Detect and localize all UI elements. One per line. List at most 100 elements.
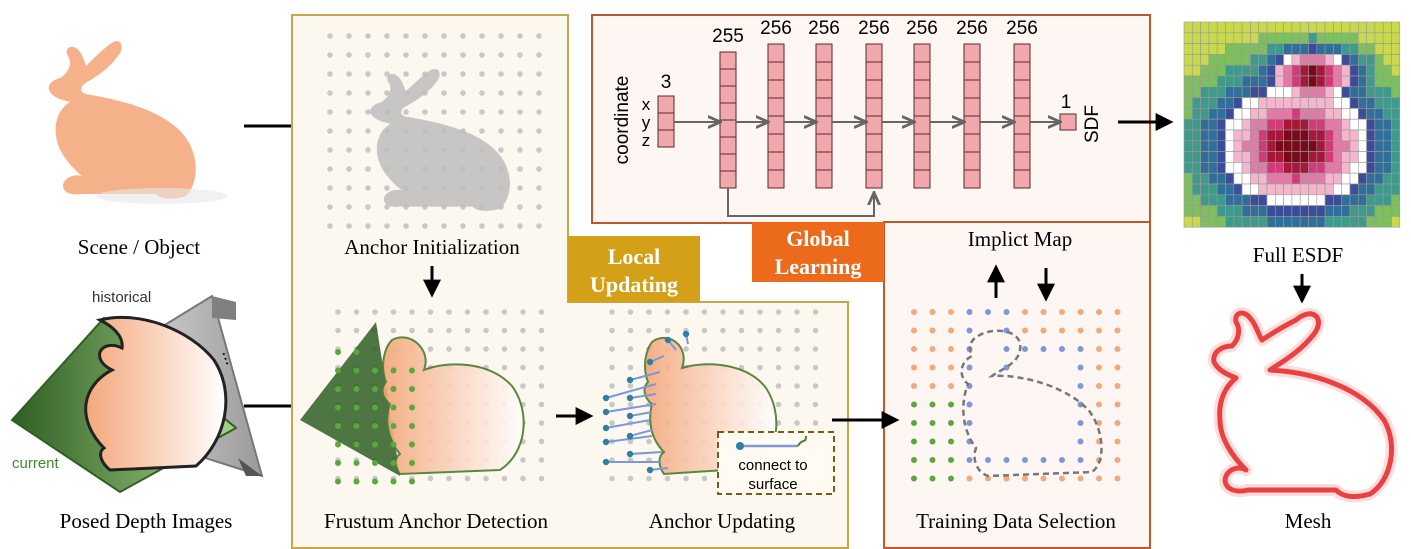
esdf-cell [1216, 172, 1226, 185]
esdf-cell [1183, 108, 1193, 120]
training-anchor [929, 383, 936, 389]
anchor-point [536, 204, 542, 210]
anchor-point [536, 109, 542, 115]
layer-size-label: 256 [808, 18, 840, 39]
esdf-cell [1266, 172, 1276, 185]
esdf-cell [1374, 205, 1384, 217]
esdf-cell [1324, 108, 1334, 120]
training-anchor [1096, 327, 1102, 334]
neuron-cell [719, 68, 737, 87]
neuron-cell [719, 85, 737, 104]
esdf-cell [1208, 64, 1218, 77]
esdf-cell [1308, 86, 1318, 98]
anchor-point [536, 33, 542, 39]
esdf-cell [1200, 54, 1210, 66]
esdf-cell [1341, 86, 1351, 98]
esdf-cell [1192, 97, 1201, 109]
anchor-point [609, 420, 615, 426]
training-data-anchors [911, 309, 1121, 482]
anchor-point [701, 475, 708, 482]
esdf-cell [1374, 140, 1384, 152]
anchor-point [483, 327, 489, 334]
esdf-cell [1324, 172, 1334, 185]
esdf-cell [1233, 129, 1243, 142]
esdf-cell [1183, 162, 1193, 174]
esdf-cell [1208, 140, 1218, 152]
esdf-cell [1382, 162, 1392, 174]
esdf-cell [1192, 64, 1201, 77]
esdf-cell [1183, 183, 1193, 196]
esdf-cell [1374, 64, 1384, 77]
neuron-cell [657, 112, 675, 131]
neuron-cell [963, 61, 981, 81]
anchor-point [327, 90, 333, 96]
esdf-cell [1200, 97, 1210, 109]
network-layer: 256 [956, 18, 988, 189]
esdf-cell [1283, 54, 1293, 66]
esdf-cell [1358, 194, 1367, 206]
esdf-cell [1233, 64, 1243, 77]
esdf-cell [1192, 183, 1201, 196]
anchor-point [409, 327, 415, 334]
frustum-anchor [353, 478, 360, 485]
esdf-cell [1183, 97, 1193, 109]
esdf-cell [1358, 21, 1367, 34]
esdf-cell [1316, 32, 1326, 44]
esdf-cell [1241, 172, 1251, 185]
esdf-cell [1324, 129, 1334, 142]
anchor-point [327, 147, 333, 153]
anchor-point [498, 52, 504, 58]
anchor-point [498, 33, 504, 39]
esdf-cell [1283, 205, 1293, 217]
esdf-cell [1275, 43, 1284, 55]
anchor-point [365, 33, 371, 39]
esdf-cell [1233, 43, 1243, 55]
anchor-point [422, 52, 428, 58]
training-anchor [929, 401, 936, 408]
training-anchor [1114, 346, 1121, 352]
training-anchor [1059, 327, 1065, 334]
esdf-cell [1183, 140, 1193, 152]
mesh-bunny [1207, 307, 1398, 503]
frustum-anchor [335, 441, 341, 448]
frustum-anchor [390, 478, 397, 485]
esdf-cell [1266, 43, 1276, 55]
neuron-cell [1059, 113, 1077, 131]
network-layer: 256 [808, 18, 840, 189]
anchor-point [346, 128, 352, 134]
anchor-point [365, 128, 371, 134]
esdf-cell [1366, 86, 1376, 98]
esdf-cell [1299, 183, 1309, 196]
esdf-cell [1366, 151, 1376, 163]
esdf-cell [1333, 43, 1343, 55]
anchor-surface-connections [602, 330, 690, 474]
esdf-cell [1266, 194, 1276, 206]
esdf-cell [1333, 162, 1343, 174]
esdf-cell [1358, 205, 1367, 217]
anchor-point [812, 401, 819, 408]
esdf-cell [1391, 108, 1401, 120]
esdf-cell [1192, 21, 1201, 34]
esdf-cell [1358, 43, 1367, 55]
esdf-cell [1241, 194, 1251, 206]
training-anchor [1114, 383, 1121, 389]
anchor-point [775, 383, 782, 389]
scene-bunny [48, 41, 228, 204]
anchor-point [346, 223, 352, 229]
esdf-cell [1283, 108, 1293, 120]
esdf-cell [1349, 32, 1359, 44]
training-anchor [911, 457, 917, 463]
training-anchor [1114, 364, 1121, 371]
esdf-cell [1316, 172, 1326, 185]
esdf-cell [1391, 43, 1401, 55]
anchor-point [479, 52, 485, 58]
esdf-cell [1275, 162, 1284, 174]
esdf-cell [1225, 205, 1235, 217]
training-anchor [1022, 457, 1028, 463]
esdf-cell [1341, 162, 1351, 174]
esdf-cell [1358, 118, 1367, 131]
network-layer: 256 [858, 18, 890, 189]
anchor-point [422, 109, 428, 115]
neuron-cell [913, 133, 931, 153]
surface-connection [605, 383, 657, 399]
